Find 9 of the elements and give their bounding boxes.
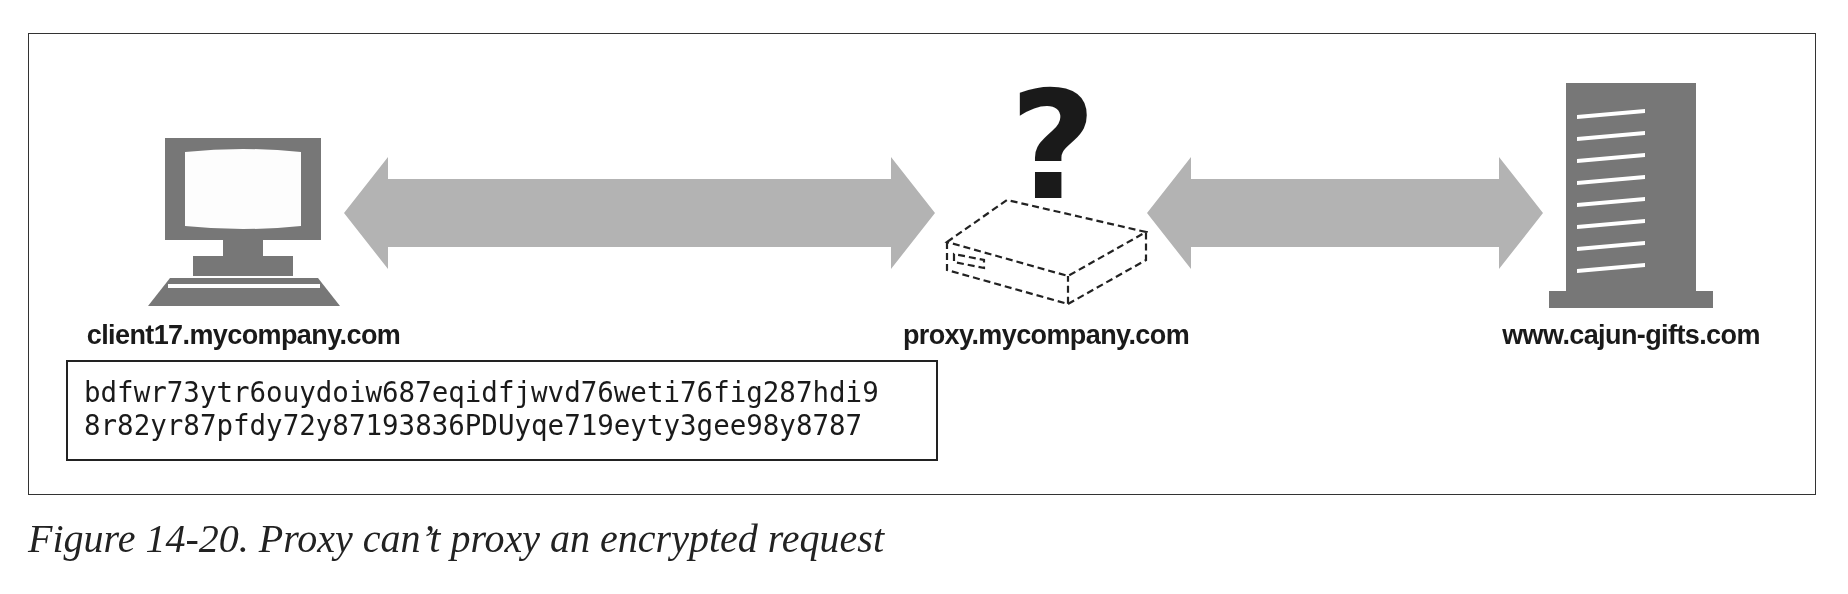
double-arrow (1147, 157, 1543, 269)
double-arrow (344, 157, 935, 269)
question-mark: ? (1009, 71, 1097, 221)
hostname-label: client17.mycompany.com (86, 320, 401, 351)
encrypted-data-box (66, 360, 938, 461)
ciphertext: bdfwr73ytr6ouydoiw687eqidfjwvd76weti76fig287hdi9 8r82yr87pfdy72y87193836PDUyqe719eyty3gee98y8787 (84, 376, 880, 442)
hostname-label: proxy.mycompany.com (902, 320, 1190, 351)
figure-caption: Figure 14-20. Proxy can’t proxy an encrypted request (28, 515, 885, 562)
hostname-label: www.cajun-gifts.com (1502, 320, 1760, 351)
